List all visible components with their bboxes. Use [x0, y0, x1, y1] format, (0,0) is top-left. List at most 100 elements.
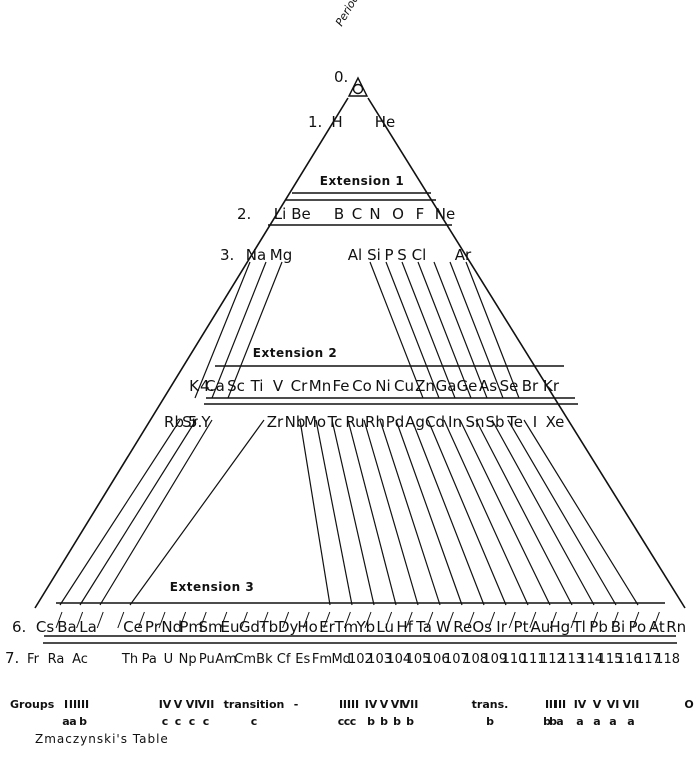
element-3-1: Mg	[270, 246, 292, 264]
row6-separator-27	[611, 611, 619, 629]
group-bottom-6: c	[203, 715, 210, 728]
row6-separator-12	[302, 611, 310, 629]
group-bottom-10: c	[344, 715, 351, 728]
group-top-24: O	[684, 698, 693, 711]
element-6-23: Pt	[514, 618, 529, 636]
group-top-13: V	[380, 698, 389, 711]
element-5-0: Rb	[164, 413, 184, 431]
element-6-6: Pm	[179, 618, 203, 636]
row6-separator-23	[529, 611, 537, 629]
group-top-18: II	[549, 698, 557, 711]
element-6-28: Bi	[611, 618, 625, 636]
group-top-9: I	[339, 698, 343, 711]
group-bottom-5: c	[189, 715, 196, 728]
period-label-0: 0.	[334, 68, 348, 86]
element-7-11: Cf	[277, 652, 291, 667]
group-line-15	[315, 419, 353, 606]
group-top-10: II	[343, 698, 351, 711]
period-label-4: 4.	[200, 377, 214, 395]
element-5-1: Sr	[182, 413, 199, 431]
element-4-14: As	[479, 377, 497, 395]
group-line-3	[369, 261, 424, 399]
row6-separator-14	[343, 611, 351, 629]
element-7-24: 111	[521, 652, 546, 667]
group-line-13	[129, 419, 265, 606]
element-4-13: Ge	[457, 377, 478, 395]
group-line-25	[475, 419, 573, 606]
element-2-0: Li	[274, 205, 287, 223]
row6-separator-9	[240, 611, 248, 629]
element-6-15: Yb	[355, 618, 375, 636]
period-label-3: 3.	[220, 246, 234, 264]
period-label-5: 5.	[188, 413, 202, 431]
element-7-9: Cm	[234, 652, 256, 667]
group-line-12	[99, 419, 213, 606]
element-6-19: W	[436, 618, 451, 636]
group-bottom-15: b	[406, 715, 414, 728]
element-6-11: Dy	[278, 618, 299, 636]
row6-separator-21	[488, 611, 496, 629]
element-6-18: Ta	[415, 618, 432, 636]
group-line-23	[443, 419, 529, 606]
group-top-3: IV	[159, 698, 172, 711]
element-5-16: I	[533, 413, 537, 431]
element-4-9: Ni	[375, 377, 390, 395]
row6-separator-24	[549, 611, 557, 629]
element-6-27: Pb	[589, 618, 608, 636]
group-bottom-1: a	[69, 715, 76, 728]
group-bottom-0: a	[62, 715, 69, 728]
element-7-31: 118	[655, 652, 680, 667]
element-7-18: 105	[406, 652, 431, 667]
element-7-13: Fm	[312, 652, 332, 667]
group-line-26	[491, 419, 595, 606]
element-6-25: Hg	[549, 618, 570, 636]
table-caption: Zmaczynski's Table	[35, 732, 169, 746]
row6-separator-19	[446, 611, 454, 629]
element-4-1: Ca	[205, 377, 225, 395]
row6-separator-15	[364, 611, 372, 629]
element-5-15: Te	[506, 413, 523, 431]
element-4-15: Se	[500, 377, 519, 395]
row6-separator-17	[405, 611, 413, 629]
element-6-7: Sm	[199, 618, 223, 636]
group-bottom-23: a	[627, 715, 634, 728]
row6-separator-20	[467, 611, 475, 629]
group-bottom-2: b	[79, 715, 87, 728]
row6-separator-3	[117, 611, 125, 629]
period-label-1: 1.	[308, 113, 322, 131]
element-6-31: Rn	[666, 618, 686, 636]
element-4-4: V	[273, 377, 284, 395]
group-line-20	[395, 419, 463, 606]
element-5-8: Rh	[365, 413, 385, 431]
element-5-11: Cd	[425, 413, 445, 431]
group-top-1: II	[69, 698, 77, 711]
row6-separator-0	[55, 611, 63, 629]
group-line-6	[417, 261, 472, 399]
element-3-2: Al	[348, 246, 362, 264]
element-6-30: At	[649, 618, 665, 636]
element-5-9: Pd	[386, 413, 405, 431]
element-1-1: He	[375, 113, 396, 131]
group-top-17: I	[545, 698, 549, 711]
element-6-8: Eu	[221, 618, 240, 636]
apex-circle-icon	[352, 83, 364, 95]
extension-label-3: Extension 3	[170, 580, 254, 594]
element-6-13: Er	[319, 618, 335, 636]
group-line-10	[59, 419, 181, 606]
group-top-20: IV	[574, 698, 587, 711]
element-7-25: 112	[540, 652, 565, 667]
group-line-24	[459, 419, 551, 606]
element-7-5: U	[164, 652, 174, 667]
row6-separator-4	[137, 611, 145, 629]
row6-separator-11	[282, 611, 290, 629]
group-top-11: III	[347, 698, 359, 711]
element-7-3: Th	[121, 652, 138, 667]
element-7-6: Np	[179, 652, 197, 667]
extension-label-1: Extension 1	[320, 174, 404, 188]
group-bottom-4: c	[175, 715, 182, 728]
element-2-1: Be	[291, 205, 311, 223]
element-7-1: Ra	[48, 652, 65, 667]
element-5-7: Ru	[345, 413, 364, 431]
group-line-14	[299, 419, 331, 606]
